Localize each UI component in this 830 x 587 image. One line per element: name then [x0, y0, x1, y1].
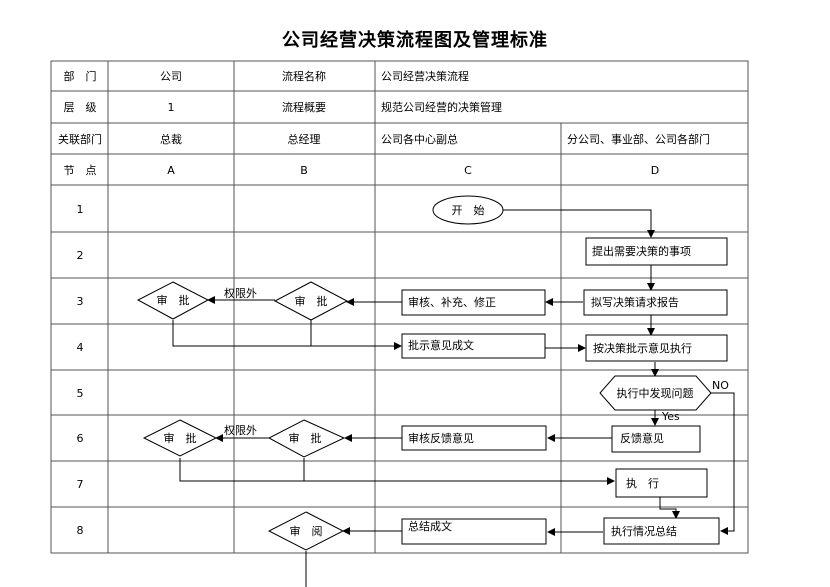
- approve-a6-label: 审 批: [164, 431, 197, 445]
- no-label: NO: [712, 379, 729, 392]
- row-number: 5: [77, 387, 84, 400]
- approve-decision-a6: [142, 419, 218, 457]
- propose-matter-box: [585, 237, 728, 266]
- approve-b6-label: 审 批: [289, 431, 322, 445]
- level-value: 1: [168, 101, 175, 114]
- related-dept-b: 总经理: [288, 132, 321, 146]
- reading-decision-b8: [267, 511, 345, 551]
- connector-execute-to-summary: [659, 497, 680, 519]
- table-grid: [50, 60, 749, 554]
- execute-instruction-label: 按决策批示意见执行: [593, 341, 692, 355]
- execute-instruction-box: [585, 334, 728, 362]
- node-c: C: [464, 164, 472, 177]
- review-supplement-label: 审核、补充、修正: [408, 295, 496, 309]
- related-dept-a: 总裁: [160, 132, 182, 146]
- approve-decision-a3: [136, 281, 210, 320]
- node-d: D: [651, 164, 659, 177]
- connector-issue-no: [711, 392, 735, 535]
- page-title: 公司经营决策流程图及管理标准: [282, 30, 548, 51]
- node-b: B: [300, 164, 308, 177]
- start-label: 开 始: [452, 203, 485, 217]
- reading-b8-label: 审 阅: [290, 524, 323, 538]
- connector-approve-a-down: [172, 320, 311, 347]
- start-terminal: [432, 195, 504, 225]
- draft-request-box: [583, 289, 728, 316]
- related-dept-c: 公司各中心副总: [381, 132, 458, 146]
- row-number: 7: [77, 478, 84, 491]
- connector-start-to-propose: [503, 209, 655, 238]
- related-dept-d: 分公司、事业部、公司各部门: [567, 132, 710, 146]
- row-number: 6: [77, 432, 84, 445]
- row-number: 8: [77, 524, 84, 537]
- review-feedback-label: 审核反馈意见: [408, 431, 474, 445]
- connector-approve-a6-down: [179, 458, 304, 482]
- related-dept-label: 关联部门: [58, 132, 102, 146]
- process-name-value: 公司经营决策流程: [381, 69, 469, 83]
- node-a: A: [167, 164, 175, 177]
- row-number: 4: [77, 341, 84, 354]
- process-name-label: 流程名称: [282, 69, 326, 83]
- process-summary-value: 规范公司经营的决策管理: [381, 100, 502, 114]
- process-summary-label: 流程概要: [282, 100, 326, 114]
- feedback-label: 反馈意见: [620, 431, 664, 445]
- summary-report-label: 总结成文: [408, 519, 452, 533]
- approve-a3-label: 审 批: [157, 293, 190, 307]
- draft-request-label: 拟写决策请求报告: [591, 295, 679, 309]
- instruction-doc-box: [401, 333, 546, 359]
- instruction-doc-label: 批示意见成文: [408, 338, 474, 352]
- execution-summary-label: 执行情况总结: [611, 524, 677, 538]
- execution-summary-box: [603, 517, 720, 545]
- execute-label: 执 行: [626, 476, 659, 490]
- feedback-box: [611, 425, 701, 453]
- approve-decision-b3: [273, 281, 349, 321]
- review-supplement-box: [401, 289, 546, 316]
- dept-label: 部 门: [64, 69, 97, 83]
- yes-label: Yes: [661, 410, 680, 423]
- summary-report-box: [401, 518, 547, 545]
- approve-decision-b6: [267, 419, 346, 458]
- execute-box: [615, 468, 708, 498]
- dept-value: 公司: [160, 70, 182, 83]
- approve-b3-label: 审 批: [295, 294, 328, 308]
- issue-found-decision: [599, 375, 712, 411]
- flow-connectors: [172, 209, 735, 587]
- outside-authority-note-6: 权限外: [224, 424, 257, 437]
- level-label: 层 级: [64, 101, 97, 114]
- propose-matter-label: 提出需要决策的事项: [592, 244, 691, 258]
- row-number: 1: [77, 203, 84, 216]
- outside-authority-note-3: 权限外: [224, 287, 257, 300]
- row-number: 2: [77, 249, 84, 262]
- node-label: 节 点: [64, 164, 97, 177]
- review-feedback-box: [401, 425, 547, 451]
- issue-found-label: 执行中发现问题: [617, 386, 694, 400]
- row-number: 3: [77, 295, 84, 308]
